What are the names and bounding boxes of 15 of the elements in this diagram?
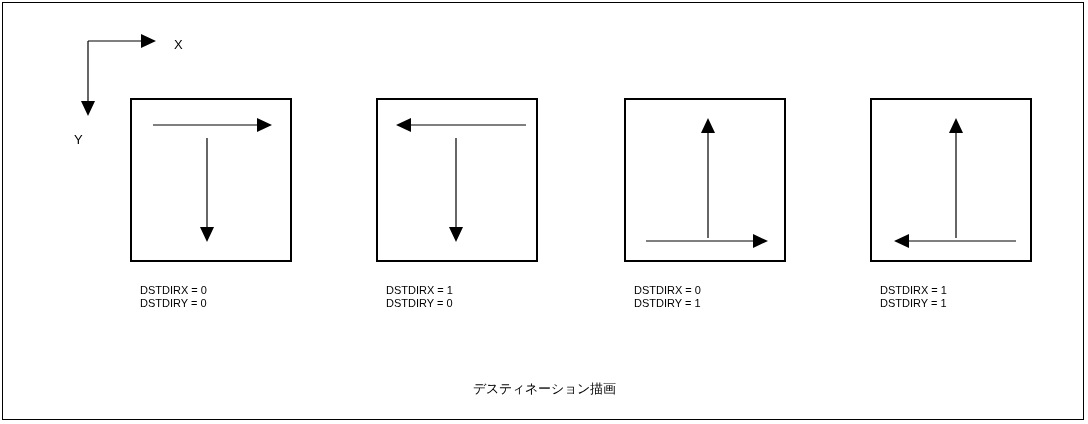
scan-box — [870, 98, 1032, 262]
register-setting: DSTDIRX = 0 — [140, 284, 207, 297]
register-setting: DSTDIRY = 1 — [634, 297, 701, 310]
scan-box — [624, 98, 786, 262]
register-setting: DSTDIRY = 0 — [386, 297, 453, 310]
caption: デスティネーション描画 — [471, 380, 617, 398]
axis-label: Y — [74, 132, 83, 147]
register-setting: DSTDIRX = 1 — [880, 284, 947, 297]
register-setting: DSTDIRX = 1 — [386, 284, 453, 297]
register-setting: DSTDIRX = 0 — [634, 284, 701, 297]
register-setting: DSTDIRY = 1 — [880, 297, 947, 310]
axis-label: X — [174, 37, 183, 52]
register-setting: DSTDIRY = 0 — [140, 297, 207, 310]
scan-box — [376, 98, 538, 262]
scan-box — [130, 98, 292, 262]
